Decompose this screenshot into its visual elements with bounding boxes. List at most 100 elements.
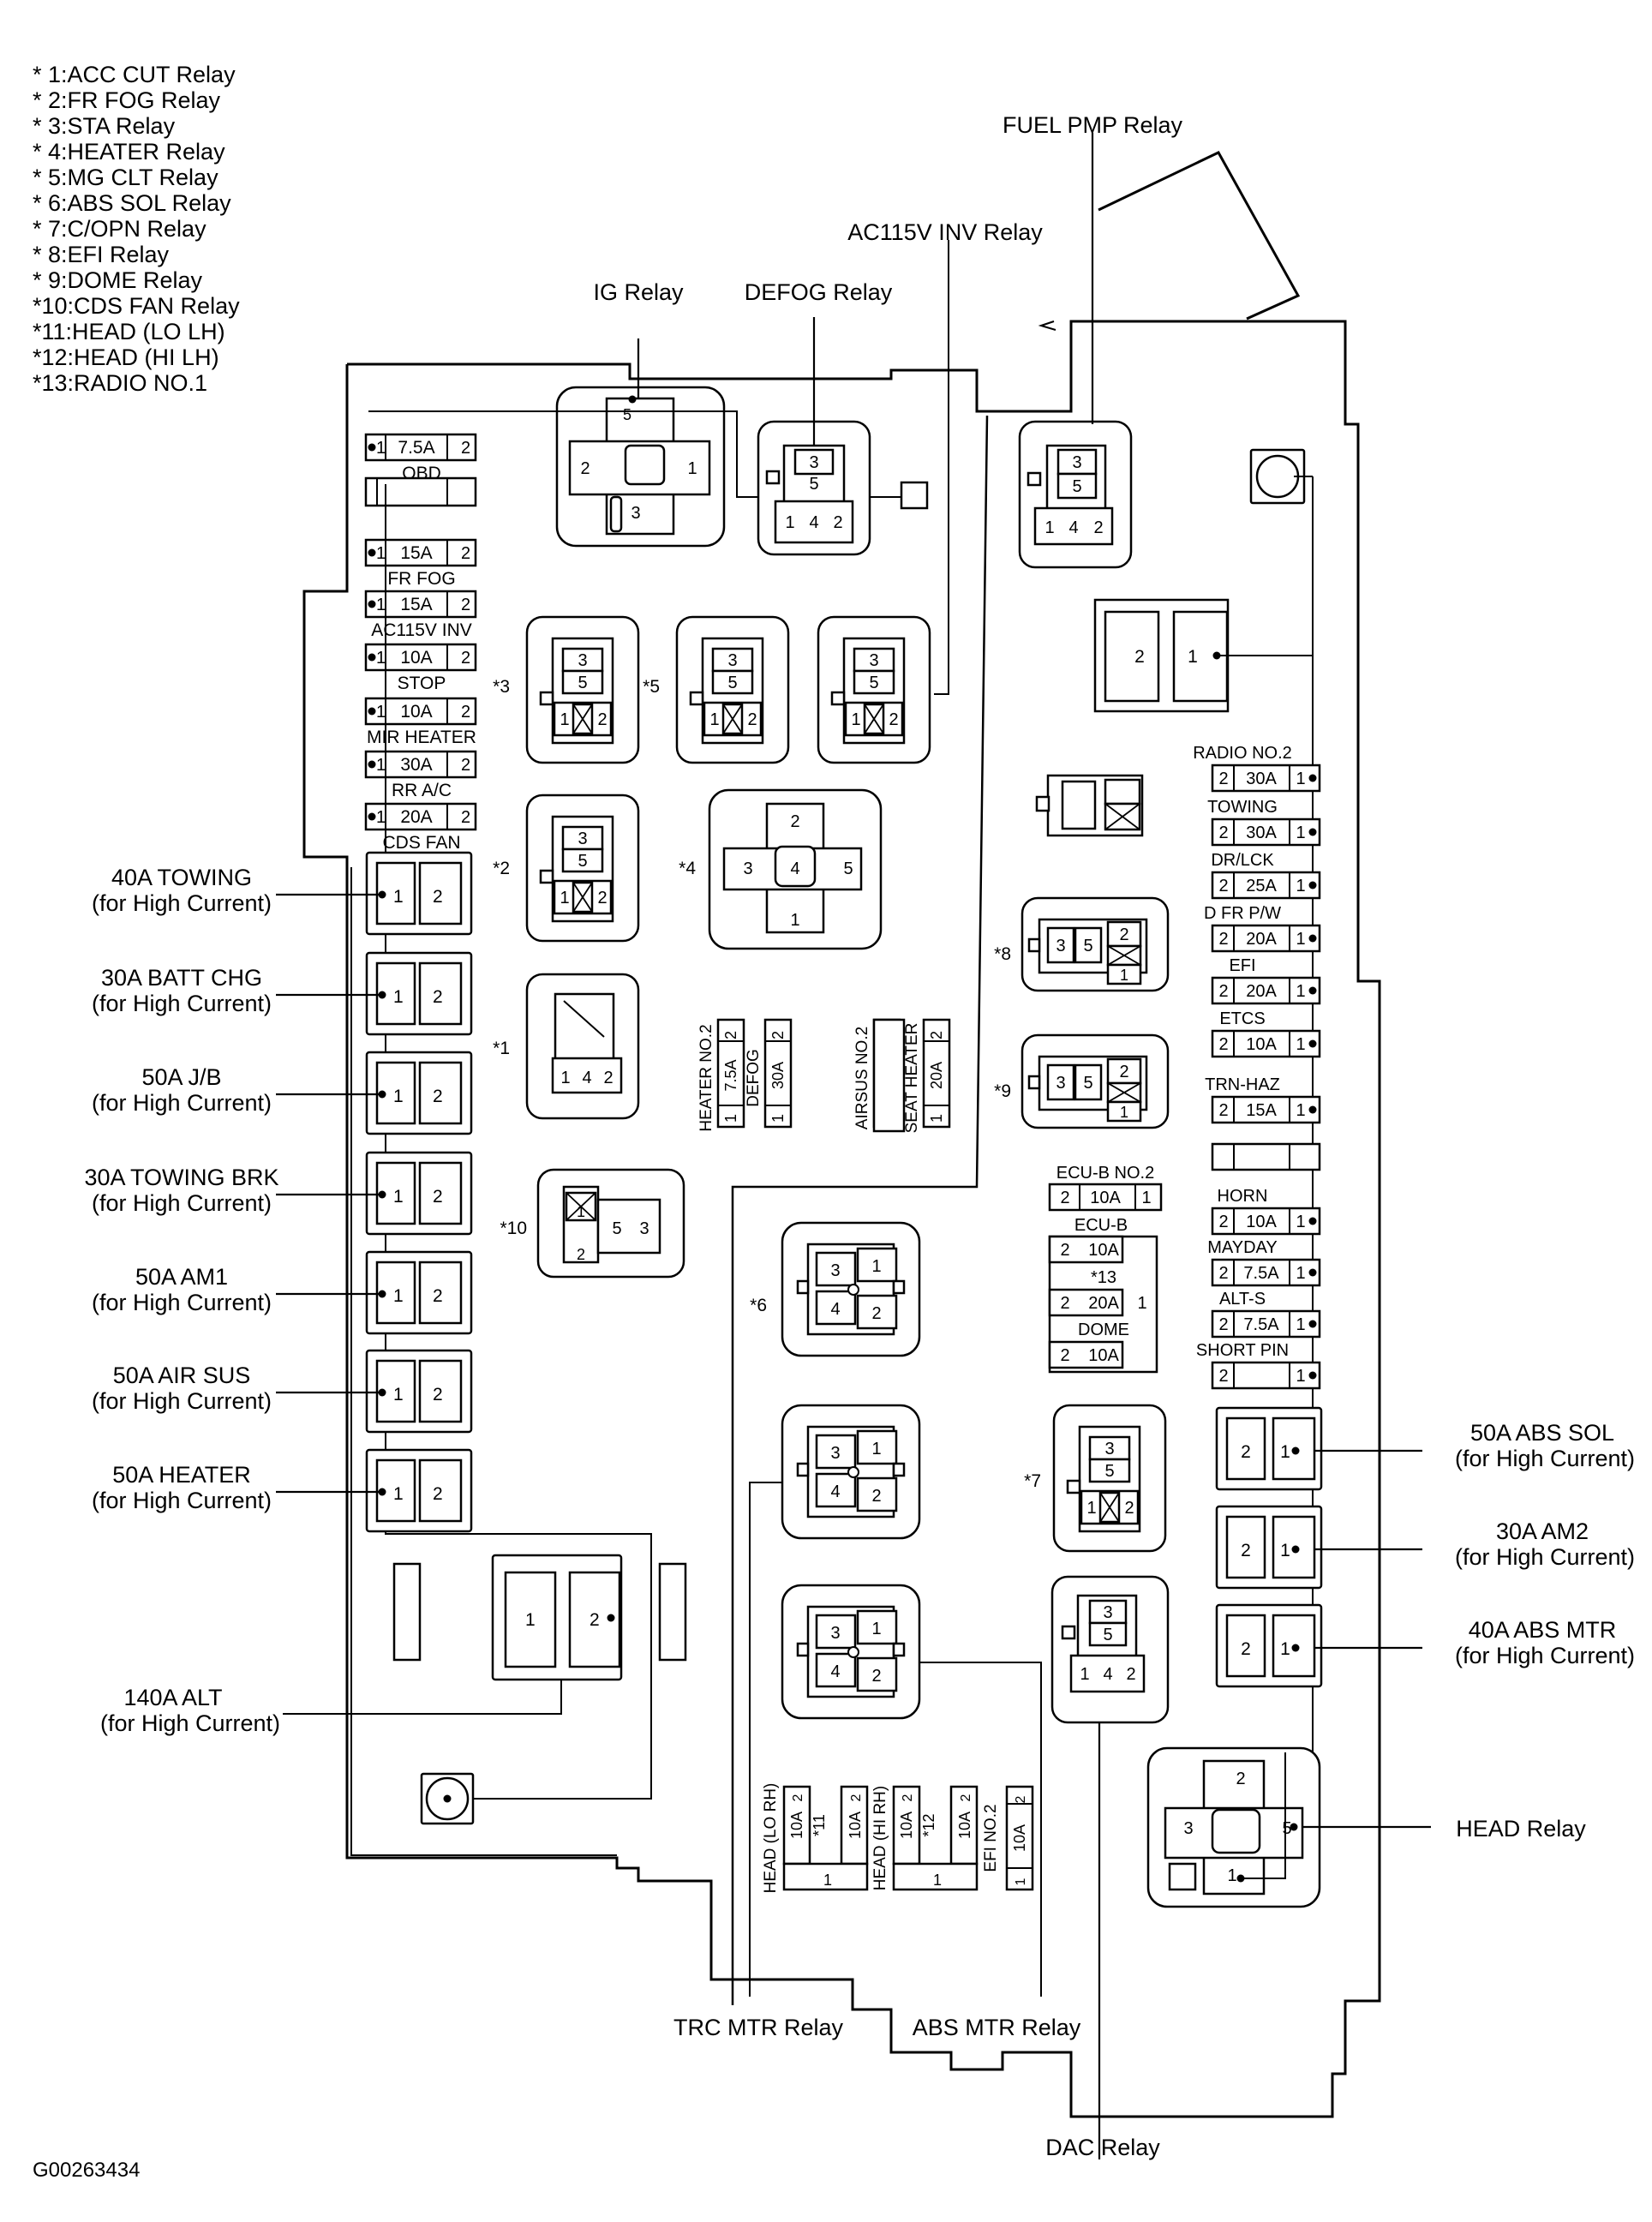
fuse-rating: 10A xyxy=(1246,1035,1277,1054)
pin-label: 1 xyxy=(1120,1104,1128,1121)
pin-label: 2 xyxy=(577,1246,585,1263)
fuse-name: SHORT PIN xyxy=(1196,1341,1289,1360)
fuse-rating: 10A xyxy=(1088,1241,1119,1260)
head-wire-2 xyxy=(1241,1752,1286,1879)
diode-mark xyxy=(1099,1492,1120,1523)
fuse-rating: 20A xyxy=(1246,982,1277,1001)
pin-label: 2 xyxy=(889,710,898,729)
fuse-name: ECU-B NO.2 xyxy=(1056,1164,1154,1183)
relay-key xyxy=(847,1466,859,1478)
pin-label: 1 xyxy=(709,710,719,729)
trc-callout: TRC MTR Relay xyxy=(673,2015,844,2040)
pin-label: 3 xyxy=(830,1624,840,1643)
pin-label: 3 xyxy=(578,830,587,848)
fuse-pin: 2 xyxy=(433,1484,443,1504)
fuse-terminal xyxy=(1308,774,1317,782)
fuse-name: AIRSUS NO.2 xyxy=(853,1027,871,1129)
fuse-terminal xyxy=(368,812,376,821)
fuse-pin: 1 xyxy=(769,1114,787,1123)
pin-cell xyxy=(561,825,604,851)
pin-label: 1 xyxy=(577,1203,585,1220)
pin-label: 3 xyxy=(830,1444,840,1463)
fuse-rating: 15A xyxy=(1246,1101,1277,1120)
pin-label: 1 xyxy=(871,1620,881,1638)
fuse-rating: 7.5A xyxy=(1243,1264,1279,1283)
fuse-terminal xyxy=(1291,1644,1300,1652)
pin-label: 3 xyxy=(869,651,878,670)
fuse-body xyxy=(1211,1207,1321,1236)
pin-cell xyxy=(856,1476,898,1512)
fuse-terminal xyxy=(1308,881,1317,889)
ig-callout: IG Relay xyxy=(593,279,684,305)
fuse-body xyxy=(364,538,477,567)
relay-tab xyxy=(796,1462,810,1477)
fuse-body xyxy=(1048,1340,1124,1369)
fuse-rating: 25A xyxy=(1246,877,1277,895)
pin-row xyxy=(1069,1654,1146,1693)
legend-item: * 2:FR FOG Relay xyxy=(33,87,221,113)
pin-cell xyxy=(1106,920,1142,948)
fuse-name: HORN xyxy=(1218,1187,1268,1206)
pin-cell xyxy=(815,1614,857,1650)
fuse-pin: 1 xyxy=(1280,1639,1290,1659)
pin-cell xyxy=(561,647,604,673)
pin-label: 3 xyxy=(830,1261,840,1280)
fuse-name: ALT-S xyxy=(1219,1290,1266,1309)
pin-label: 2 xyxy=(597,889,607,907)
fuse-pin: 1 xyxy=(376,703,386,722)
fuse-pin: 2 xyxy=(722,1031,739,1039)
fuse-pin: 1 xyxy=(722,1114,739,1123)
fuse-name: ECU-B xyxy=(1074,1216,1128,1235)
fuse-rating: 30A xyxy=(1246,824,1277,842)
pin-cell xyxy=(561,669,604,695)
fuse-body xyxy=(1211,818,1321,847)
pin-cell xyxy=(1074,1063,1103,1101)
fuse-name: MAYDAY xyxy=(1207,1238,1278,1257)
head-callout: HEAD Relay xyxy=(1456,1816,1586,1842)
fuse-name: DOME xyxy=(1078,1321,1129,1339)
pin-label: 4 xyxy=(830,1482,840,1501)
right-fuse xyxy=(1211,1142,1321,1171)
pin-label: 5 xyxy=(1282,1819,1291,1838)
fuse-name: FR FOG xyxy=(387,569,455,589)
fuse-pin: 2 xyxy=(1218,1315,1228,1334)
pin-cell xyxy=(1046,926,1075,964)
relay-tab xyxy=(796,1642,810,1657)
fuse-terminal xyxy=(368,653,376,662)
pin-label: 2 xyxy=(747,710,757,729)
fuse-terminal xyxy=(1308,1268,1317,1277)
pin-cell xyxy=(815,1472,857,1508)
fuse-name: HEAD (HI RH) xyxy=(871,1786,889,1890)
fuse-rating: 30A xyxy=(1246,770,1277,788)
legend-item: *12:HEAD (HI LH) xyxy=(33,344,219,370)
pin-cell xyxy=(853,669,895,695)
pin-label: 2 xyxy=(790,812,799,831)
fuse-terminal xyxy=(1291,1545,1300,1554)
relay-tab xyxy=(892,1462,906,1477)
fuse-body xyxy=(782,1785,811,1866)
pin-label: 2 xyxy=(1119,1063,1128,1081)
fuse-pin: 1 xyxy=(1296,1367,1305,1386)
relay-tag: *7 xyxy=(1024,1471,1041,1491)
hc-fuse-name: 30A BATT CHG xyxy=(101,965,262,991)
fuse-cell xyxy=(418,1359,463,1423)
fuse-pin: 1 xyxy=(376,439,386,458)
diode-mark xyxy=(572,704,593,734)
pin-label: 4 xyxy=(830,1662,840,1681)
hc-fuse-name: 50A AM1 xyxy=(135,1264,228,1290)
pin-label: 5 xyxy=(1104,1462,1114,1481)
relay-key xyxy=(1027,471,1042,487)
fuse-rating: 10A xyxy=(956,1812,973,1839)
fuse-pin: 2 xyxy=(1060,1241,1069,1260)
fuse-name: CDS FAN xyxy=(382,833,460,853)
legend-item: *13:RADIO NO.1 xyxy=(33,370,208,396)
relay-tab xyxy=(1027,937,1041,953)
fuse-pin: 1 xyxy=(393,887,404,907)
